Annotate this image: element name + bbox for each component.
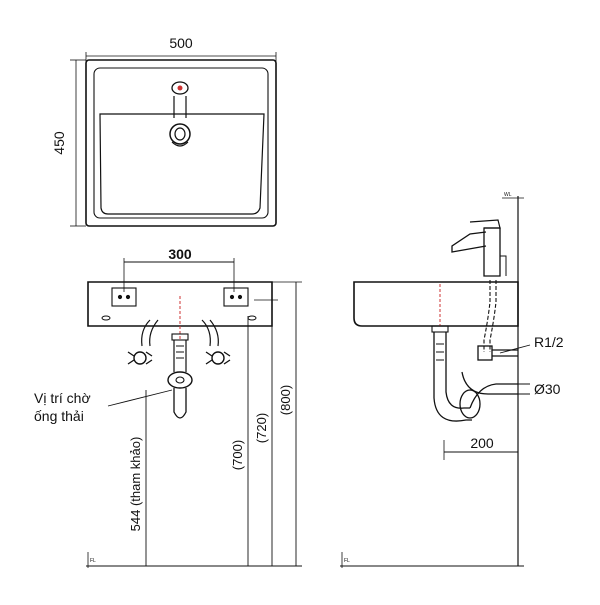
faucet-side-icon (483, 227, 501, 277)
height-800-label: (800) (278, 385, 293, 415)
basin-bowl (99, 113, 265, 215)
basin-side-outline (353, 281, 519, 327)
drain-pipe (173, 340, 187, 372)
side-floor-label: FL (344, 558, 350, 564)
left-angle-valve-icon (133, 351, 147, 365)
front-view (86, 258, 302, 568)
right-supply-hose (201, 319, 211, 347)
supply-thread-label: R1/2 (534, 334, 564, 350)
wall-label: WL (504, 192, 512, 198)
top-view (70, 52, 277, 227)
wall-offset-label: 200 (470, 435, 494, 451)
basin-top-outline (85, 59, 277, 227)
height-720-label: (720) (254, 413, 269, 443)
drain-top-icon (169, 123, 191, 145)
drain-note-leader (107, 389, 173, 407)
inlet-spacing-label: 300 (168, 246, 192, 262)
top-width-label: 500 (169, 35, 193, 51)
trap-diameter-label: Ø30 (534, 381, 561, 397)
left-supply-hose (141, 319, 151, 347)
drain-note-line2: ống thải (34, 408, 84, 424)
right-angle-valve-icon (211, 351, 225, 365)
basin-rim (93, 67, 269, 219)
p-trap-front (167, 371, 193, 389)
faucet-top-icon (171, 81, 189, 95)
left-bracket (111, 287, 137, 307)
height-700-label: (700) (230, 440, 245, 470)
side-view (340, 196, 531, 568)
top-depth-label: 450 (51, 131, 67, 155)
side-angle-valve-icon (477, 345, 493, 361)
right-fixing-hole (247, 315, 257, 321)
drain-note-line1: Vị trí chờ (34, 390, 91, 406)
height-544-label: 544 (tham khảo) (128, 437, 143, 532)
front-floor-label: FL (90, 558, 96, 564)
right-bracket (223, 287, 249, 307)
left-fixing-hole (101, 315, 111, 321)
side-supply-hose (483, 280, 491, 352)
side-p-trap (433, 332, 472, 422)
